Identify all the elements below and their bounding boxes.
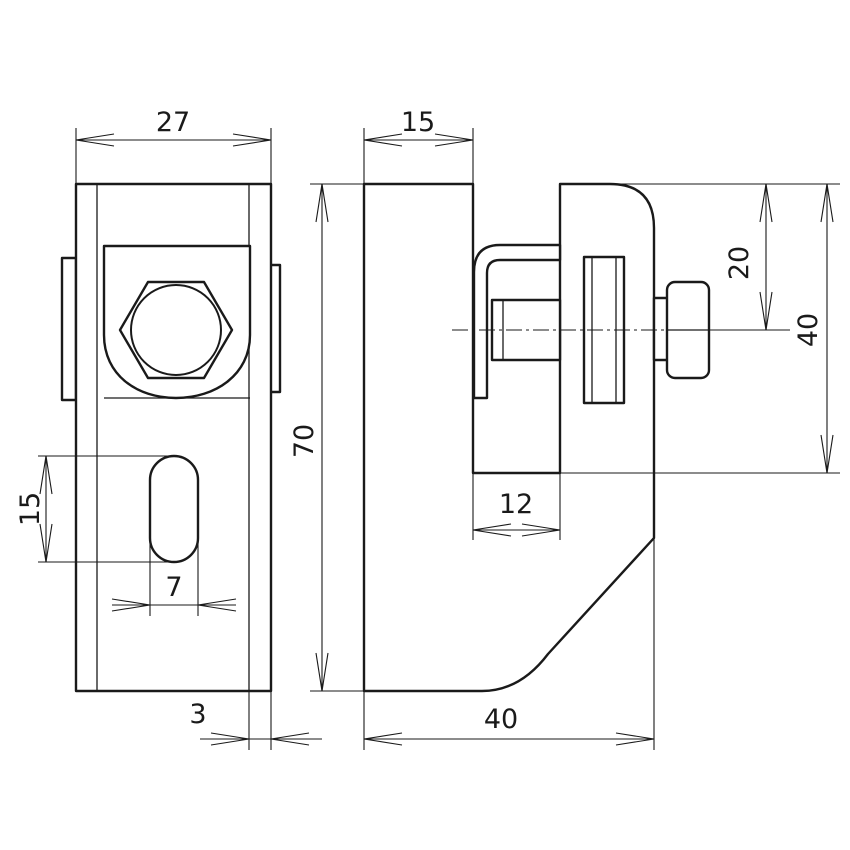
side-l-bracket bbox=[472, 243, 562, 400]
dim-label-3: 3 bbox=[189, 699, 206, 730]
front-hex-nut bbox=[118, 280, 234, 380]
dim-label-12: 12 bbox=[499, 489, 533, 520]
dim-label-70: 70 bbox=[289, 424, 320, 458]
front-slot bbox=[148, 454, 200, 564]
dim-gap-12: 12 bbox=[472, 473, 561, 540]
dim-label-20: 20 bbox=[724, 246, 755, 280]
dim-label-15-top: 15 bbox=[401, 107, 435, 138]
side-view bbox=[362, 182, 782, 693]
dim-width-27: 27 bbox=[75, 107, 272, 184]
dim-label-40-bottom: 40 bbox=[484, 704, 518, 735]
front-left-tab bbox=[60, 256, 78, 402]
dim-thickness-3: 3 bbox=[189, 691, 322, 750]
dim-height-40: 40 bbox=[560, 183, 840, 474]
dim-depth-40: 40 bbox=[363, 538, 655, 750]
dim-width-15: 15 bbox=[363, 107, 474, 184]
dim-label-40-right: 40 bbox=[793, 313, 824, 347]
dim-label-7: 7 bbox=[165, 572, 182, 603]
dim-label-slot-15: 15 bbox=[15, 492, 46, 526]
dim-label-27: 27 bbox=[156, 107, 190, 138]
dim-height-70: 70 bbox=[289, 183, 364, 692]
dim-slot-width-7: 7 bbox=[111, 540, 237, 616]
front-view bbox=[60, 182, 282, 693]
dim-height-20: 20 bbox=[610, 183, 840, 331]
front-bolt-circle bbox=[130, 284, 222, 376]
